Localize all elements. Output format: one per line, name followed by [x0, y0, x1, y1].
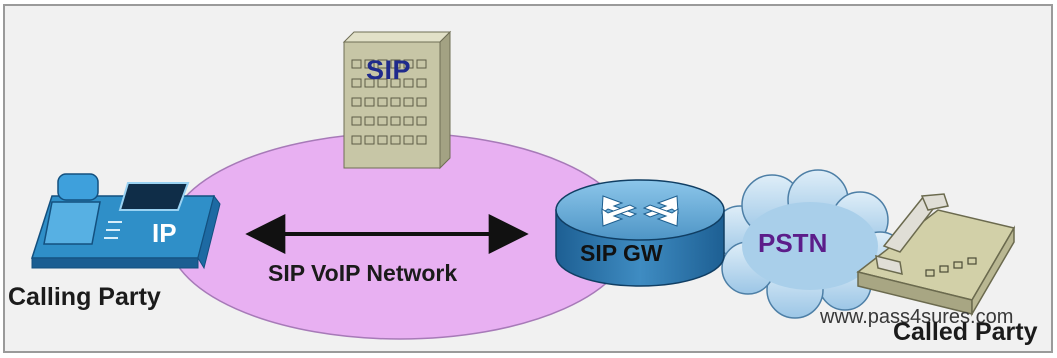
pstn-label: PSTN [758, 228, 828, 258]
watermark-text: www.pass4sures.com [820, 306, 1014, 328]
ip-phone-icon [30, 173, 221, 270]
ip-phone-label: IP [152, 218, 177, 248]
sip-server-label: SIP [366, 55, 412, 85]
sip-gateway-router-icon [555, 179, 725, 287]
sip-server-building [342, 30, 452, 170]
gateway-label: SIP GW [580, 240, 663, 266]
analog-phone-icon [856, 193, 1016, 317]
pstn-cloud-icon [713, 169, 907, 319]
network-label: SIP VoIP Network [268, 260, 458, 286]
calling-party-label: Calling Party [8, 283, 161, 311]
called-party-label: Called Party [893, 318, 1038, 346]
